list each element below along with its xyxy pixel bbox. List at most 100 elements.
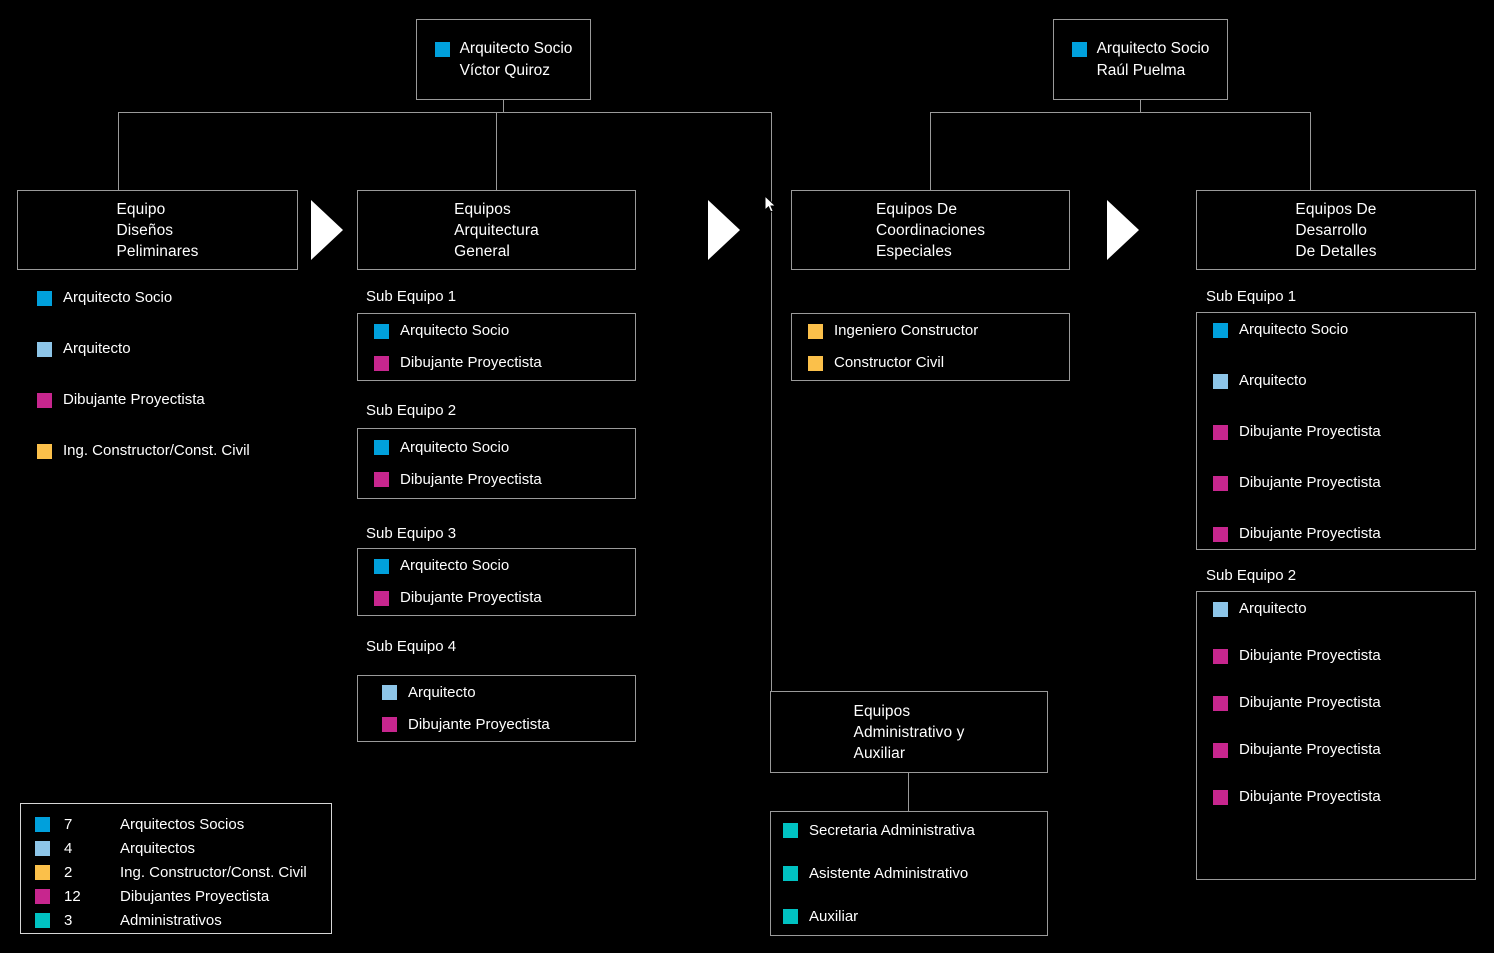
partner-name-text: Arquitecto Socio Raúl Puelma bbox=[1096, 39, 1210, 79]
dibujante-swatch-icon bbox=[1213, 526, 1228, 542]
subteam-box-c2-s2[interactable]: Arquitecto Socio Dibujante Proyectista bbox=[357, 428, 636, 499]
subteam-box-c2-s3[interactable]: Arquitecto Socio Dibujante Proyectista bbox=[357, 548, 636, 616]
member-row[interactable]: Dibujante Proyectista bbox=[374, 471, 635, 489]
dibujante-swatch-icon bbox=[374, 472, 389, 487]
member-row[interactable]: Arquitecto bbox=[382, 684, 635, 702]
team-title-equipos-coordinaciones-especiales[interactable]: Equipos De Coordinaciones Especiales bbox=[791, 190, 1070, 270]
member-label: Constructor Civil bbox=[834, 354, 945, 371]
member-row[interactable]: Dibujante Proyectista bbox=[1213, 788, 1475, 806]
dibujante-swatch-icon bbox=[37, 392, 52, 408]
legend-label: Ing. Constructor/Const. Civil bbox=[120, 863, 307, 881]
member-row[interactable]: Arquitecto bbox=[37, 340, 307, 358]
administrativo-swatch-icon bbox=[35, 912, 50, 928]
member-row[interactable]: Auxiliar bbox=[783, 908, 1047, 926]
member-row[interactable]: Arquitecto Socio bbox=[374, 322, 635, 340]
subteam-box-c2-s1[interactable]: Arquitecto Socio Dibujante Proyectista bbox=[357, 313, 636, 381]
subteam-box-c4-s2[interactable]: Arquitecto Dibujante Proyectista Dibujan… bbox=[1196, 591, 1476, 880]
partner-card-victor-quiroz[interactable]: Arquitecto Socio Víctor Quiroz bbox=[416, 19, 591, 100]
member-label: Arquitecto Socio bbox=[400, 557, 510, 574]
member-label: Auxiliar bbox=[809, 907, 859, 925]
member-label: Dibujante Proyectista bbox=[1239, 474, 1381, 491]
member-row[interactable]: Dibujante Proyectista bbox=[382, 716, 635, 734]
arquitecto-swatch-icon bbox=[1213, 601, 1228, 617]
member-row[interactable]: Asistente Administrativo bbox=[783, 865, 1047, 883]
member-row[interactable]: Dibujante Proyectista bbox=[1213, 741, 1475, 759]
member-label: Dibujante Proyectista bbox=[1239, 423, 1381, 440]
member-row[interactable]: Arquitecto Socio bbox=[37, 289, 307, 307]
member-row[interactable]: Secretaria Administrativa bbox=[783, 822, 1047, 840]
member-row[interactable]: Dibujante Proyectista bbox=[1213, 474, 1475, 492]
member-label: Dibujante Proyectista bbox=[1239, 788, 1381, 805]
connector-bus-right bbox=[930, 112, 1311, 113]
subteam-label-c2-s2: Sub Equipo 2 bbox=[366, 402, 457, 419]
flow-arrow-2-icon bbox=[708, 200, 740, 260]
subteam-box-c4-s1[interactable]: Arquitecto Socio Arquitecto Dibujante Pr… bbox=[1196, 312, 1476, 550]
member-row[interactable]: Dibujante Proyectista bbox=[1213, 647, 1475, 665]
team-title-equipo-disenos-peliminares[interactable]: Equipo Diseños Peliminares bbox=[17, 190, 298, 270]
partner-card-raul-puelma[interactable]: Arquitecto Socio Raúl Puelma bbox=[1053, 19, 1228, 100]
subteam-label-c2-s3: Sub Equipo 3 bbox=[366, 525, 457, 542]
member-label: Dibujante Proyectista bbox=[1239, 647, 1381, 664]
member-row[interactable]: Ingeniero Constructor bbox=[808, 322, 1069, 340]
subteam-label-c4-s1: Sub Equipo 1 bbox=[1206, 288, 1297, 305]
member-row[interactable]: Dibujante Proyectista bbox=[1213, 694, 1475, 712]
legend-row: 12 Dibujantes Proyectista bbox=[21, 884, 331, 908]
legend-row: 2 Ing. Constructor/Const. Civil bbox=[21, 860, 331, 884]
legend-row: 4 Arquitectos bbox=[21, 836, 331, 860]
connector-drop-left-partner bbox=[503, 100, 504, 112]
member-row[interactable]: Dibujante Proyectista bbox=[374, 354, 635, 372]
member-row[interactable]: Arquitecto Socio bbox=[1213, 321, 1475, 339]
member-label: Arquitecto bbox=[1239, 372, 1307, 389]
subteam-box-c2-s4[interactable]: Arquitecto Dibujante Proyectista bbox=[357, 675, 636, 742]
member-row[interactable]: Constructor Civil bbox=[808, 354, 1069, 372]
arquitecto-swatch-icon bbox=[35, 840, 50, 856]
legend-count: 12 bbox=[64, 887, 81, 905]
member-label: Dibujante Proyectista bbox=[400, 354, 542, 371]
legend-label: Dibujantes Proyectista bbox=[120, 887, 270, 905]
connector-drop-admin-members bbox=[908, 772, 909, 811]
arquitecto-socio-swatch-icon bbox=[374, 323, 389, 339]
member-row[interactable]: Arquitecto bbox=[1213, 600, 1475, 618]
dibujante-swatch-icon bbox=[374, 590, 389, 606]
member-label: Secretaria Administrativa bbox=[809, 821, 975, 839]
member-row[interactable]: Dibujante Proyectista bbox=[374, 589, 635, 607]
member-box-coordinaciones-especiales[interactable]: Ingeniero Constructor Constructor Civil bbox=[791, 313, 1070, 381]
team-title-equipos-administrativo-auxiliar[interactable]: Equipos Administrativo y Auxiliar bbox=[770, 691, 1048, 773]
member-row[interactable]: Arquitecto bbox=[1213, 372, 1475, 390]
member-row[interactable]: Arquitecto Socio bbox=[374, 557, 635, 575]
legend-label: Arquitectos bbox=[120, 839, 196, 857]
arquitecto-swatch-icon bbox=[37, 341, 52, 357]
member-row[interactable]: Ing. Constructor/Const. Civil bbox=[37, 442, 307, 460]
member-row[interactable]: Dibujante Proyectista bbox=[37, 391, 307, 409]
ing-constructor-swatch-icon bbox=[35, 864, 50, 880]
member-box-administrativo-auxiliar[interactable]: Secretaria Administrativa Asistente Admi… bbox=[770, 811, 1048, 936]
dibujante-swatch-icon bbox=[374, 355, 389, 371]
member-label: Arquitecto bbox=[1239, 600, 1307, 617]
member-row[interactable]: Dibujante Proyectista bbox=[1213, 423, 1475, 441]
member-label: Dibujante Proyectista bbox=[1239, 525, 1381, 542]
member-label: Dibujante Proyectista bbox=[400, 470, 542, 488]
team-title-equipos-desarrollo-detalles[interactable]: Equipos De Desarrollo De Detalles bbox=[1196, 190, 1476, 270]
arquitecto-socio-swatch-icon bbox=[434, 41, 450, 57]
dibujante-swatch-icon bbox=[1213, 695, 1228, 711]
legend-count: 3 bbox=[64, 911, 73, 929]
member-row[interactable]: Dibujante Proyectista bbox=[1213, 525, 1475, 543]
team-title-text: Equipos De Coordinaciones Especiales bbox=[875, 200, 986, 260]
member-label: Dibujante Proyectista bbox=[400, 589, 542, 606]
dibujante-swatch-icon bbox=[1213, 424, 1228, 440]
connector-bus-left bbox=[118, 112, 772, 113]
team-title-equipos-arquitectura-general[interactable]: Equipos Arquitectura General bbox=[357, 190, 636, 270]
member-label: Arquitecto Socio bbox=[400, 322, 510, 339]
legend-count: 4 bbox=[64, 839, 73, 857]
dibujante-swatch-icon bbox=[1213, 789, 1228, 805]
arquitecto-socio-swatch-icon bbox=[1071, 41, 1087, 57]
legend-label: Administrativos bbox=[120, 911, 222, 929]
administrativo-swatch-icon bbox=[783, 909, 798, 924]
partner-name-text: Arquitecto Socio Víctor Quiroz bbox=[459, 39, 573, 79]
member-row[interactable]: Arquitecto Socio bbox=[374, 439, 635, 457]
dibujante-swatch-icon bbox=[1213, 742, 1228, 758]
team-title-text: Equipo Diseños Peliminares bbox=[116, 200, 199, 260]
member-label: Ing. Constructor/Const. Civil bbox=[63, 442, 250, 459]
dibujante-swatch-icon bbox=[1213, 475, 1228, 491]
